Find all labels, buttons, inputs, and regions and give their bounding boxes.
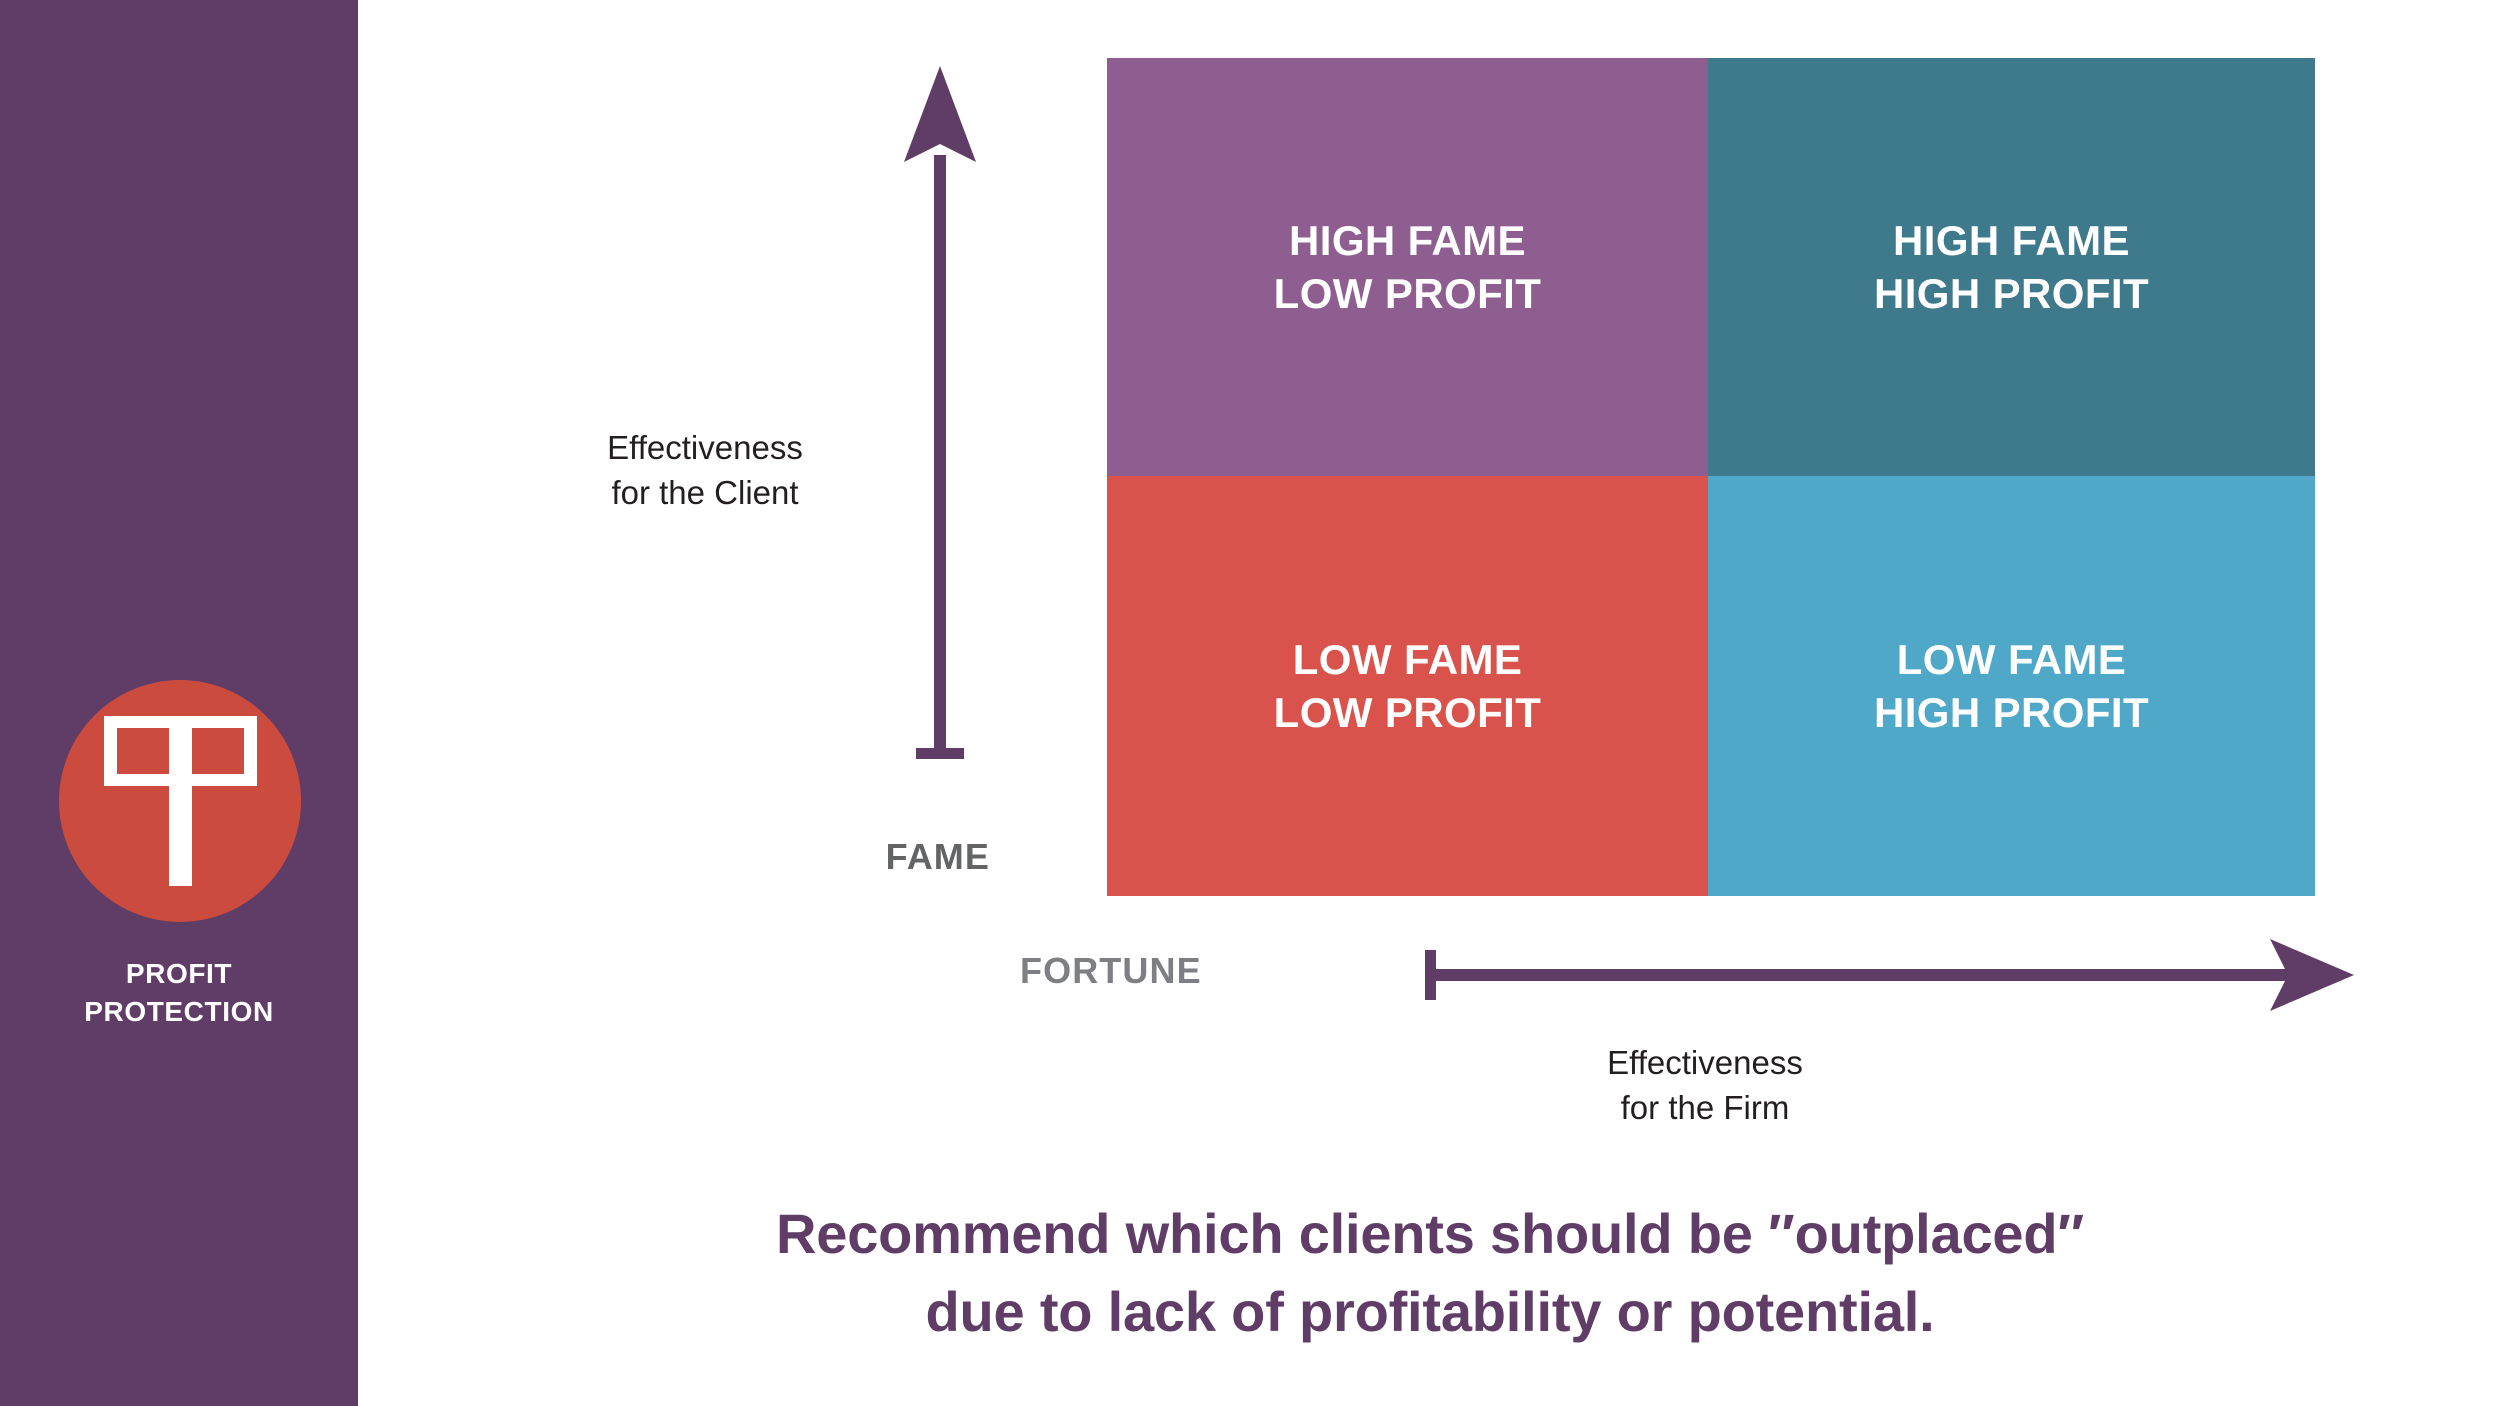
vertical-axis-arrow-icon [904,66,976,759]
horizontal-axis-description-line2: for the Firm [1620,1089,1790,1126]
sidebar-caption: PROFIT PROTECTION [0,955,358,1031]
quadrant-low-fame-high-profit[interactable]: LOW FAME HIGH PROFIT [1708,476,2315,896]
sidebar: PROFIT PROTECTION [0,0,358,1406]
quadrant-label-line2: HIGH PROFIT [1873,689,2150,736]
logo-window-left-shape [117,728,169,774]
sidebar-caption-line1: PROFIT [125,958,233,989]
quadrant-low-fame-low-profit[interactable]: LOW FAME LOW PROFIT [1107,476,1708,896]
vertical-axis-description: Effectiveness for the Client [545,425,865,515]
quadrant-label-line2: HIGH PROFIT [1873,270,2150,317]
horizontal-axis-description-line1: Effectiveness [1607,1044,1803,1081]
quadrant-label-line1: HIGH FAME [1289,217,1526,264]
vertical-axis-title: FAME [885,836,990,877]
quadrant-label-line1: LOW FAME [1292,636,1523,683]
quadrant-label: HIGH FAME LOW PROFIT [1274,214,1542,320]
quadrant-label: LOW FAME LOW PROFIT [1274,633,1542,739]
horizontal-axis-arrow-icon [1425,939,2354,1011]
vertical-axis-description-line1: Effectiveness [607,429,803,466]
horizontal-axis-description: Effectiveness for the Firm [1505,1040,1905,1130]
quadrant-label-line1: HIGH FAME [1893,217,2130,264]
slide-caption-line2: due to lack of profitability or potentia… [925,1280,1935,1343]
slide-caption: Recommend which clients should be ″outpl… [360,1195,2500,1351]
quadrant-label-line2: LOW PROFIT [1273,270,1542,317]
vertical-axis-description-line2: for the Client [611,474,799,511]
quadrant-label: LOW FAME HIGH PROFIT [1874,633,2149,739]
fame-fortune-matrix: HIGH FAME LOW PROFIT HIGH FAME HIGH PROF… [1107,58,2315,896]
sidebar-caption-line2: PROTECTION [84,996,274,1027]
logo-stem-shape [169,786,192,886]
slide-caption-line1: Recommend which clients should be ″outpl… [776,1202,2084,1265]
quadrant-high-fame-high-profit[interactable]: HIGH FAME HIGH PROFIT [1708,58,2315,476]
quadrant-label-line2: LOW PROFIT [1273,689,1542,736]
quadrant-high-fame-low-profit[interactable]: HIGH FAME LOW PROFIT [1107,58,1708,476]
quadrant-label-line1: LOW FAME [1896,636,2127,683]
logo-window-right-shape [192,728,244,774]
profit-protection-logo-icon [104,716,257,886]
horizontal-axis-title: FORTUNE [1020,950,1202,991]
quadrant-label: HIGH FAME HIGH PROFIT [1874,214,2149,320]
